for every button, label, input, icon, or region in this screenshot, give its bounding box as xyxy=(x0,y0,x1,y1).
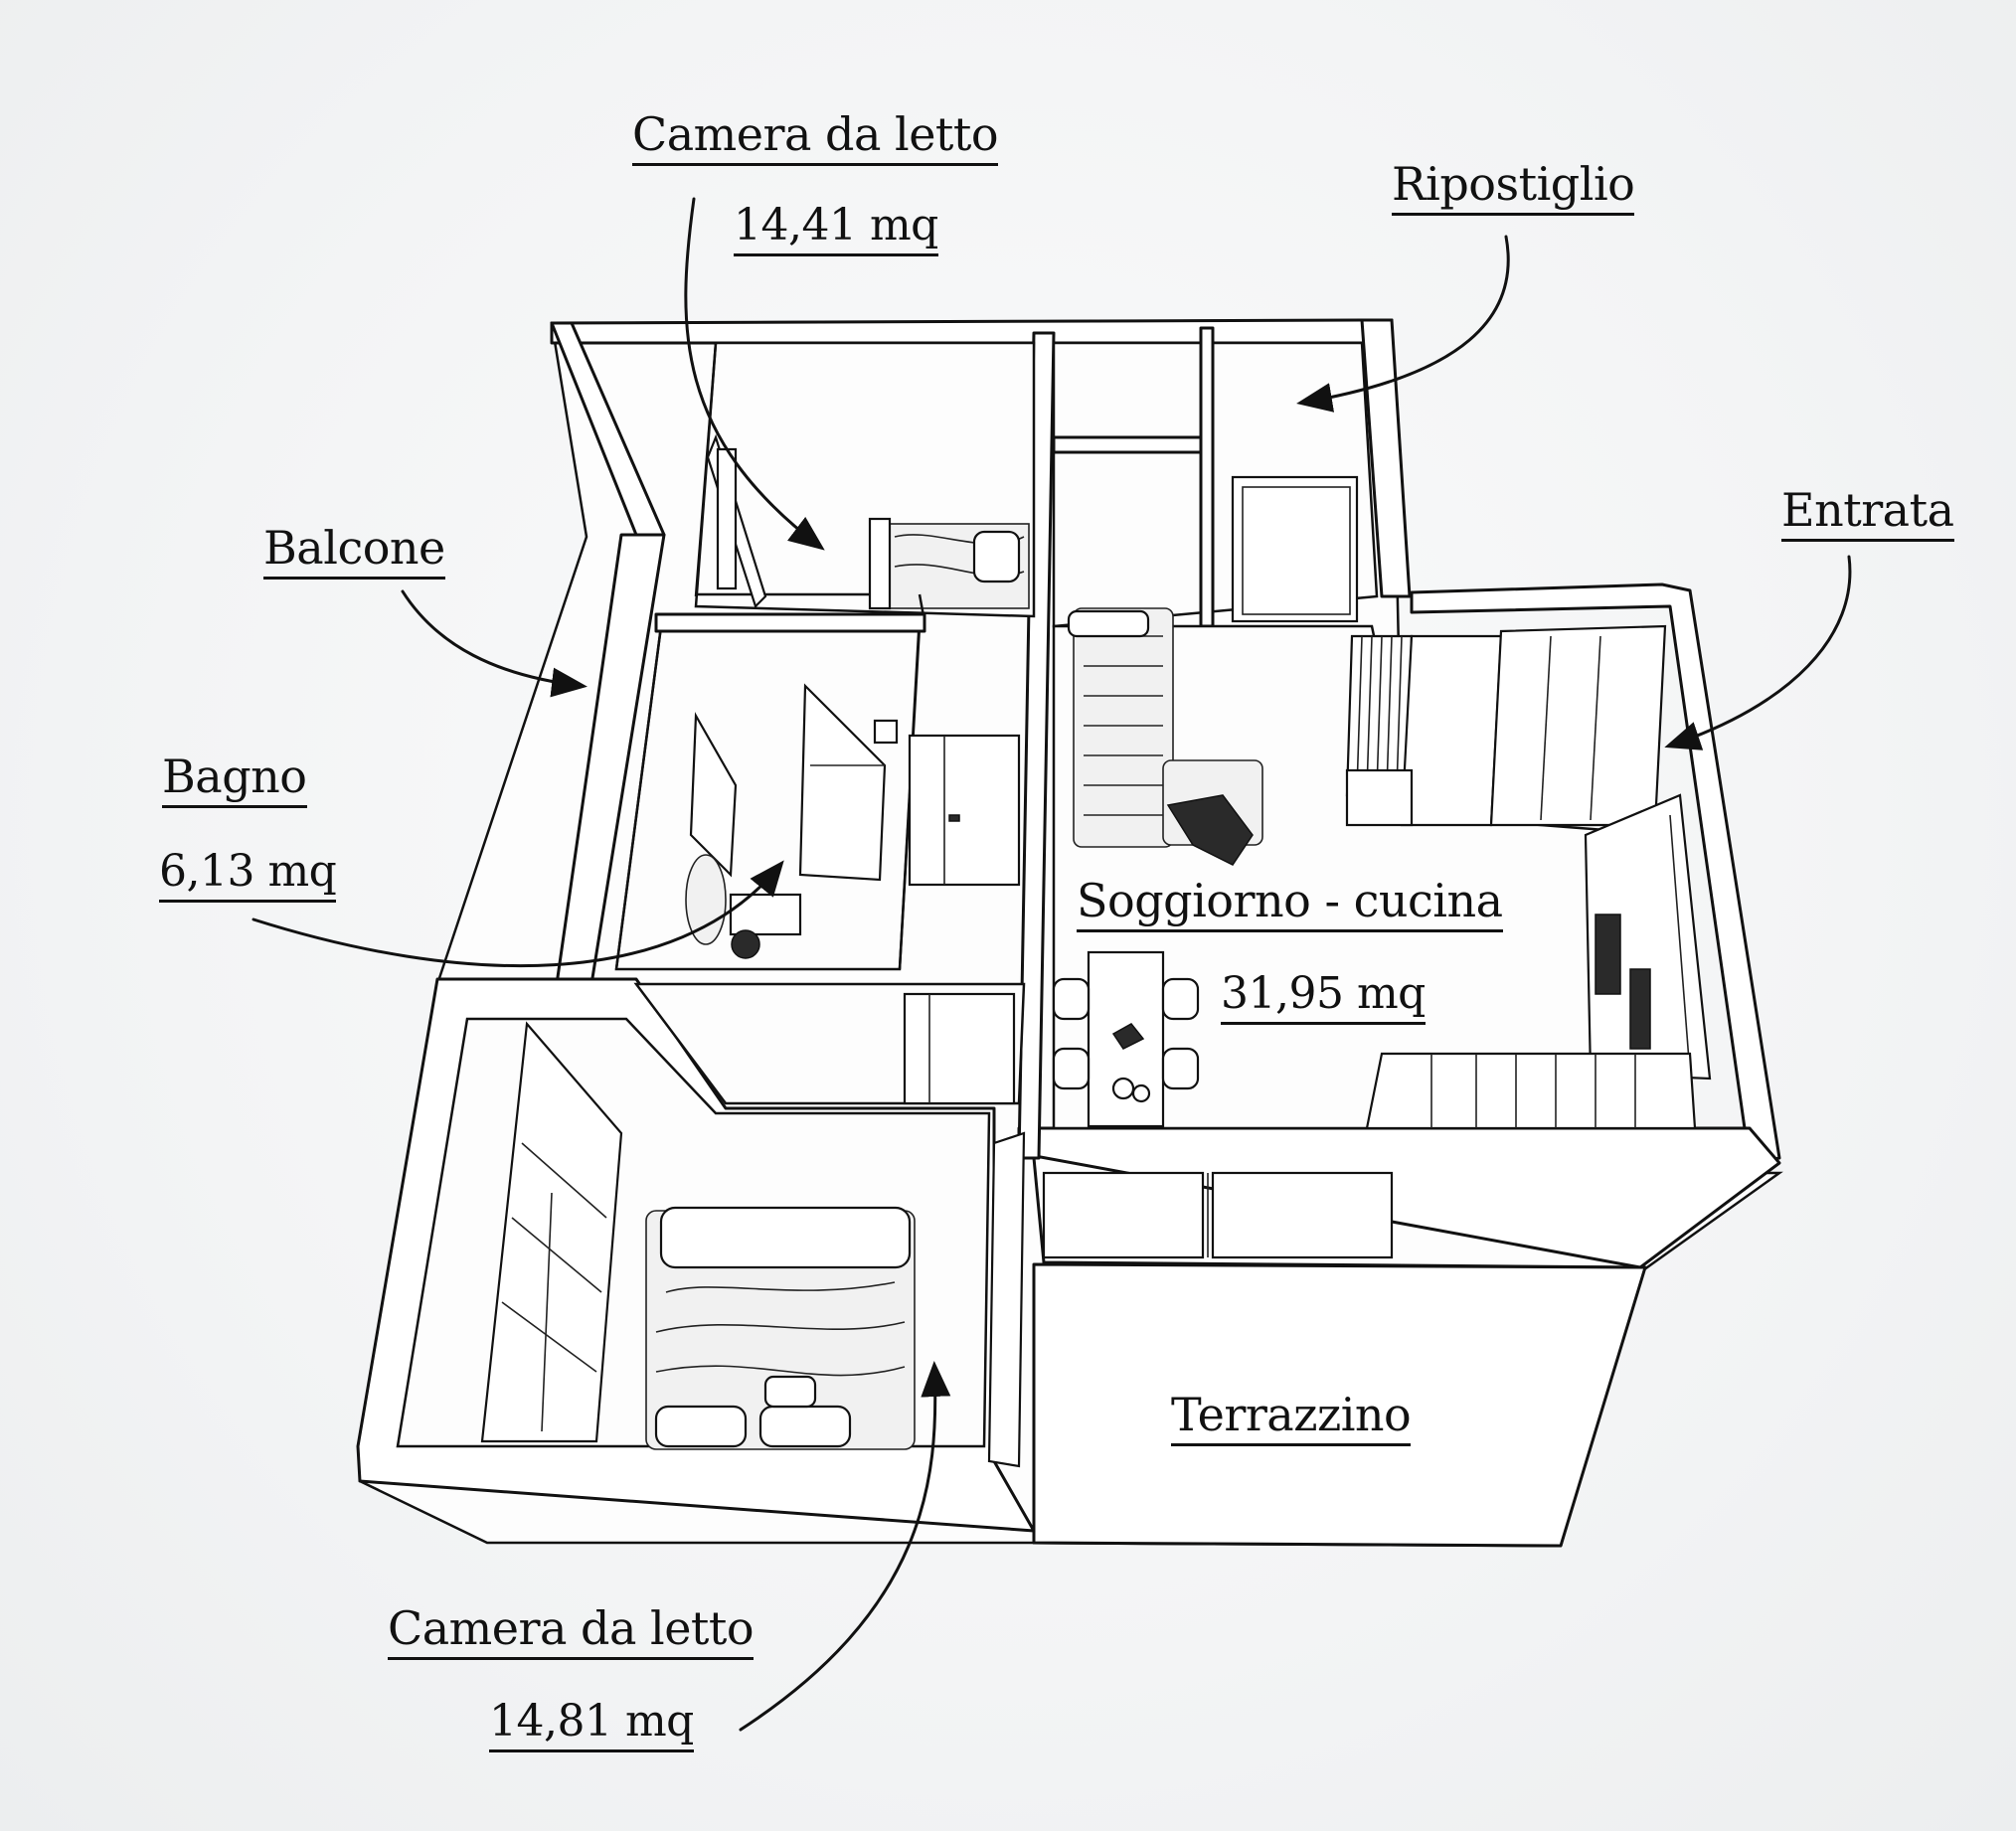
sofa xyxy=(1067,607,1263,866)
bed-bottom xyxy=(645,1206,916,1450)
kitchen xyxy=(1365,793,1712,1130)
label-living-kitchen: Soggiorno - cucina xyxy=(1077,878,1503,932)
label-storage: Ripostiglio xyxy=(1392,161,1635,216)
label-bedroom-bottom-area: 14,81 mq xyxy=(489,1700,694,1752)
label-bathroom: Bagno xyxy=(162,753,307,808)
wardrobe-bottom xyxy=(480,1021,623,1443)
wall-central xyxy=(1017,331,1056,1160)
arrow-storage xyxy=(1296,235,1510,413)
label-bedroom-top-area: 14,41 mq xyxy=(734,204,938,256)
bathroom-door xyxy=(908,734,1021,887)
arrow-entrance xyxy=(1664,555,1852,750)
corridor-door xyxy=(903,992,1016,1105)
dining-table xyxy=(1052,950,1200,1128)
label-terrace: Terrazzino xyxy=(1171,1392,1412,1446)
bed-top xyxy=(868,517,1030,610)
wall-right-top xyxy=(1360,318,1412,598)
arrow-balcony xyxy=(401,589,588,698)
shower xyxy=(798,683,899,882)
arrow-bathroom xyxy=(252,860,784,968)
label-bedroom-bottom: Camera da letto xyxy=(388,1605,755,1660)
arrow-bedroom-bottom xyxy=(739,1361,951,1732)
label-living-kitchen-area: 31,95 mq xyxy=(1221,972,1426,1025)
label-bedroom-top: Camera da letto xyxy=(632,111,999,166)
label-bathroom-area: 6,13 mq xyxy=(159,850,337,903)
label-entrance: Entrata xyxy=(1781,487,1954,542)
wall-top xyxy=(550,318,1394,345)
arrow-bedroom-top xyxy=(684,197,825,551)
terrace-window xyxy=(1042,1171,1394,1259)
entrance-wardrobe xyxy=(1345,624,1667,827)
storage-door xyxy=(1231,475,1359,623)
label-balcony: Balcone xyxy=(263,525,445,580)
